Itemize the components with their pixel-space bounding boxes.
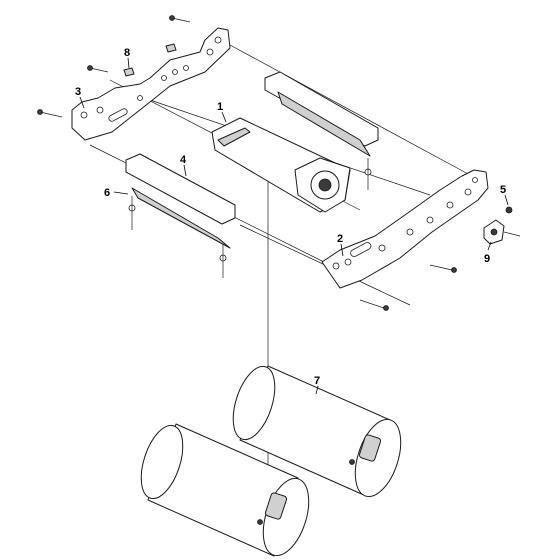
- callout-7: 7: [314, 375, 320, 395]
- callout-9: 9: [484, 241, 492, 265]
- right-bolts-and-bracket: [359, 206, 521, 311]
- right-side-plate: [321, 169, 489, 289]
- callout-4: 4: [180, 154, 187, 177]
- callout-label: 6: [104, 187, 110, 199]
- callout-label: 1: [217, 101, 223, 113]
- left-plate-bolts: [37, 15, 191, 118]
- callout-label: 3: [75, 86, 81, 98]
- callout-1: 1: [217, 101, 227, 123]
- callout-6: 6: [104, 187, 129, 199]
- callout-5: 5: [500, 184, 509, 206]
- callout-label: 9: [484, 253, 490, 265]
- center-cylinder: [211, 117, 351, 213]
- callout-2: 2: [337, 233, 344, 257]
- callout-8: 8: [124, 47, 130, 69]
- drum-rear: [232, 365, 402, 498]
- callout-3: 3: [75, 86, 85, 109]
- drum-front: [140, 423, 310, 557]
- callout-label: 7: [314, 375, 320, 387]
- callout-label: 5: [500, 184, 506, 196]
- callout-label: 4: [180, 154, 187, 166]
- left-side-plate: [71, 27, 231, 141]
- upper-cross-bar: [264, 71, 379, 190]
- small-tab-8: [123, 43, 177, 77]
- callout-label: 8: [124, 47, 130, 59]
- callout-label: 2: [337, 233, 343, 245]
- lower-cross-bar: [125, 153, 236, 278]
